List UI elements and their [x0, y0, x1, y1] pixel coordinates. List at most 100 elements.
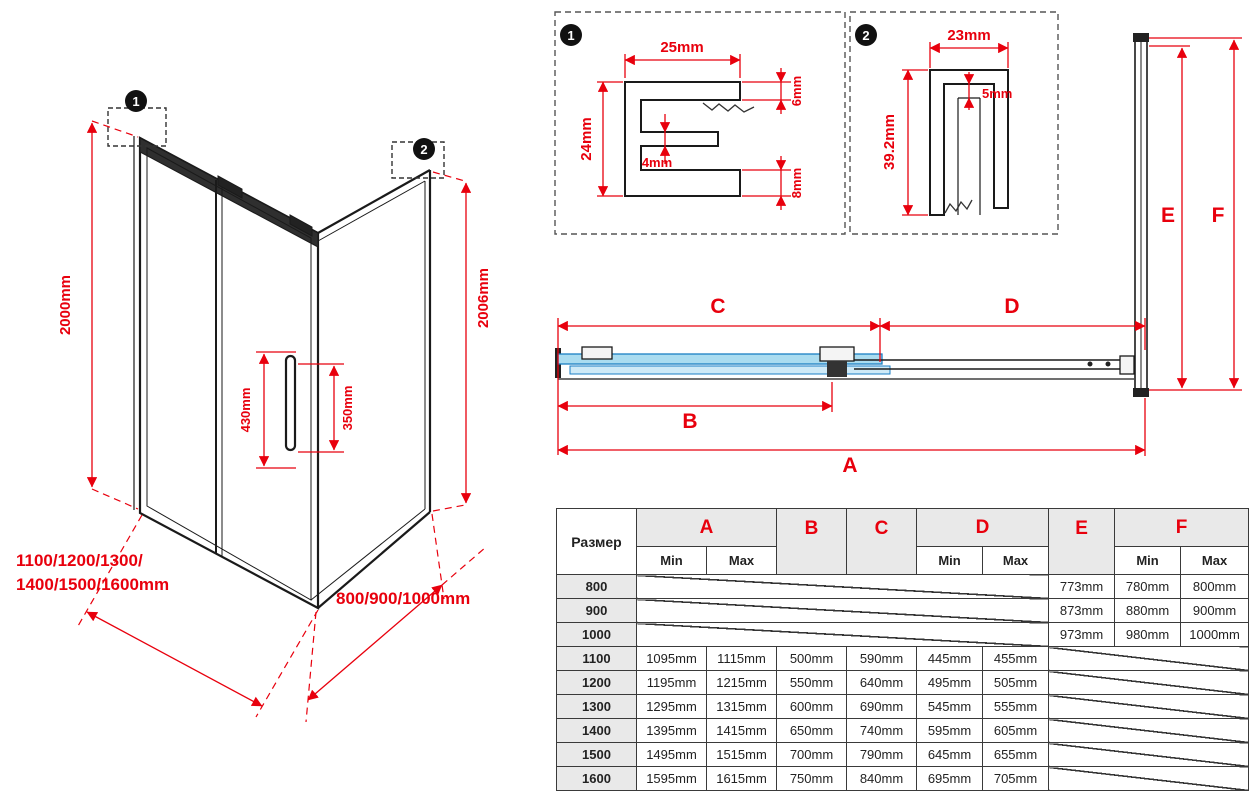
glass-panel-fixed: [569, 365, 891, 375]
value-cell: 1000mm: [1180, 622, 1250, 647]
value-cell: 740mm: [846, 718, 918, 743]
side-top-inner: [317, 180, 426, 242]
table-header-d-max: Max: [982, 546, 1050, 575]
dimension-e-f: E F: [1149, 37, 1242, 391]
detail-2-number: 2: [862, 28, 869, 43]
value-cell: 1315mm: [705, 694, 778, 719]
depth-options-label: 800/900/1000mm: [336, 589, 470, 608]
table-header-f-max: Max: [1180, 546, 1250, 575]
empty-cell: [1048, 718, 1250, 743]
value-cell: 700mm: [776, 742, 848, 767]
dim-6-label: 6mm: [789, 76, 804, 106]
dim-e-label: E: [1161, 204, 1175, 227]
value-cell: 500mm: [776, 646, 848, 671]
dimension-depth-options: 800/900/1000mm: [305, 513, 487, 723]
dimension-c-d: C D: [557, 295, 1146, 455]
empty-cell: [635, 598, 1050, 623]
empty-cell: [1048, 646, 1250, 671]
screw-icon: [1087, 361, 1093, 367]
dimension-width-options: 1100/1200/1300/ 1400/1500/1600mm: [16, 514, 319, 718]
wall-profile-cap-bottom: [1133, 388, 1149, 397]
dimension-25mm: 25mm: [624, 39, 741, 78]
value-cell: 600mm: [776, 694, 848, 719]
callout-2-number: 2: [420, 142, 427, 157]
plan-view: C D B A E F: [555, 33, 1242, 477]
dimension-8mm: 8mm: [742, 156, 804, 210]
roller-block-right: [289, 214, 313, 237]
dimension-height-left: 2000mm: [57, 120, 139, 510]
side-top-edge: [317, 169, 431, 234]
value-cell: 545mm: [916, 694, 984, 719]
top-view-assembly: [555, 346, 1135, 380]
size-cell: 800: [556, 574, 637, 599]
value-cell: 1215mm: [705, 670, 778, 695]
value-cell: 873mm: [1048, 598, 1116, 623]
dim-350-label: 350mm: [340, 386, 355, 431]
value-cell: 505mm: [982, 670, 1050, 695]
value-cell: 650mm: [776, 718, 848, 743]
table-header-row-2: Min Max Min Max Min Max: [557, 546, 1250, 575]
value-cell: 800mm: [1180, 574, 1250, 599]
dim-24-label: 24mm: [578, 117, 595, 160]
dimension-6mm: 6mm: [742, 68, 804, 114]
value-cell: 705mm: [982, 766, 1050, 791]
value-cell: 1115mm: [705, 646, 778, 671]
value-cell: 973mm: [1048, 622, 1116, 647]
value-cell: 1595mm: [636, 766, 707, 791]
value-cell: 655mm: [982, 742, 1050, 767]
dim-8-label: 8mm: [789, 168, 804, 198]
dimension-height-right: 2006mm: [432, 171, 492, 512]
value-cell: 590mm: [846, 646, 918, 671]
dimension-a: A: [557, 398, 1146, 477]
clip-icon: [702, 102, 755, 113]
detail-1-number: 1: [567, 28, 574, 43]
value-cell: 840mm: [846, 766, 918, 791]
value-cell: 773mm: [1048, 574, 1116, 599]
callout-1-box: [107, 107, 167, 147]
dim-23-label: 23mm: [947, 27, 990, 44]
table-header-size: Размер: [556, 508, 637, 575]
value-cell: 595mm: [916, 718, 984, 743]
door-handle: [284, 354, 297, 452]
dim-b-label: B: [682, 410, 697, 433]
callout-1-number: 1: [132, 94, 139, 109]
empty-cell: [1048, 766, 1250, 791]
dim-d-label: D: [1004, 295, 1019, 318]
value-cell: 900mm: [1180, 598, 1250, 623]
dimension-4mm: 4mm: [642, 114, 672, 170]
value-cell: 750mm: [776, 766, 848, 791]
profile-section-1: [624, 81, 741, 197]
value-cell: 445mm: [916, 646, 984, 671]
dim-c-label: C: [710, 295, 725, 318]
size-cell: 1200: [556, 670, 637, 695]
value-cell: 790mm: [846, 742, 918, 767]
detail-1-badge: [560, 24, 582, 46]
profile-section-2: [929, 69, 1009, 216]
value-cell: 1615mm: [705, 766, 778, 791]
empty-cell: [1048, 694, 1250, 719]
table-header-f-min: Min: [1114, 546, 1182, 575]
dim-f-label: F: [1212, 204, 1225, 227]
table-header-d-min: Min: [916, 546, 984, 575]
size-table: Размер A B C D E F Min Max Min Max Min M…: [556, 508, 1250, 791]
wall-bracket: [1119, 355, 1135, 375]
value-cell: 1515mm: [705, 742, 778, 767]
table-header-a: A: [635, 508, 778, 547]
dimension-23mm: 23mm: [929, 27, 1009, 68]
value-cell: 1495mm: [636, 742, 707, 767]
dim-a-label: A: [842, 454, 857, 477]
dimension-b: B: [557, 382, 833, 433]
table-header-c: C: [846, 508, 918, 575]
size-cell: 1300: [556, 694, 637, 719]
door-bracket: [819, 346, 855, 362]
detail-2-panel: 2 23mm 5mm 39.2mm: [849, 11, 1059, 235]
wall-profile-cap-top: [1133, 33, 1149, 42]
